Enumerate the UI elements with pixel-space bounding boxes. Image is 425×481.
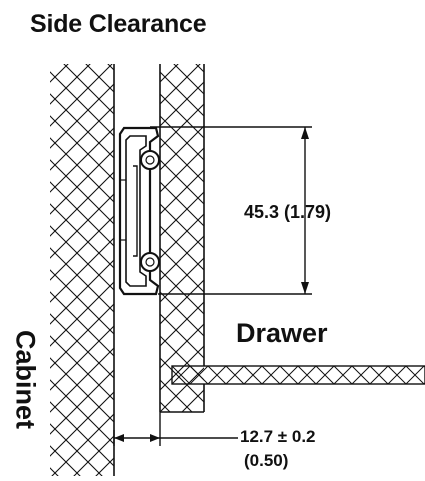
side-gap-dimension-inch: (0.50) [244, 451, 289, 470]
drawer-wall [160, 64, 204, 412]
height-dimension-line [150, 126, 312, 295]
slide-height-dimension: 45.3 (1.79) [244, 202, 332, 222]
drawer-bottom-panel [171, 365, 425, 412]
slide-ball-bearing-top [140, 150, 160, 170]
slide-ball-bearing-bottom [140, 252, 160, 272]
drawer-label: Drawer [236, 318, 328, 348]
side-gap-dimension: 12.7 ± 0.2 [240, 427, 316, 446]
cabinet-wall [50, 64, 114, 476]
gap-dimension-line [113, 412, 238, 446]
diagram-title: Side Clearance [30, 10, 207, 38]
cabinet-label: Cabinet [10, 329, 41, 429]
drawer-slide [118, 126, 160, 296]
